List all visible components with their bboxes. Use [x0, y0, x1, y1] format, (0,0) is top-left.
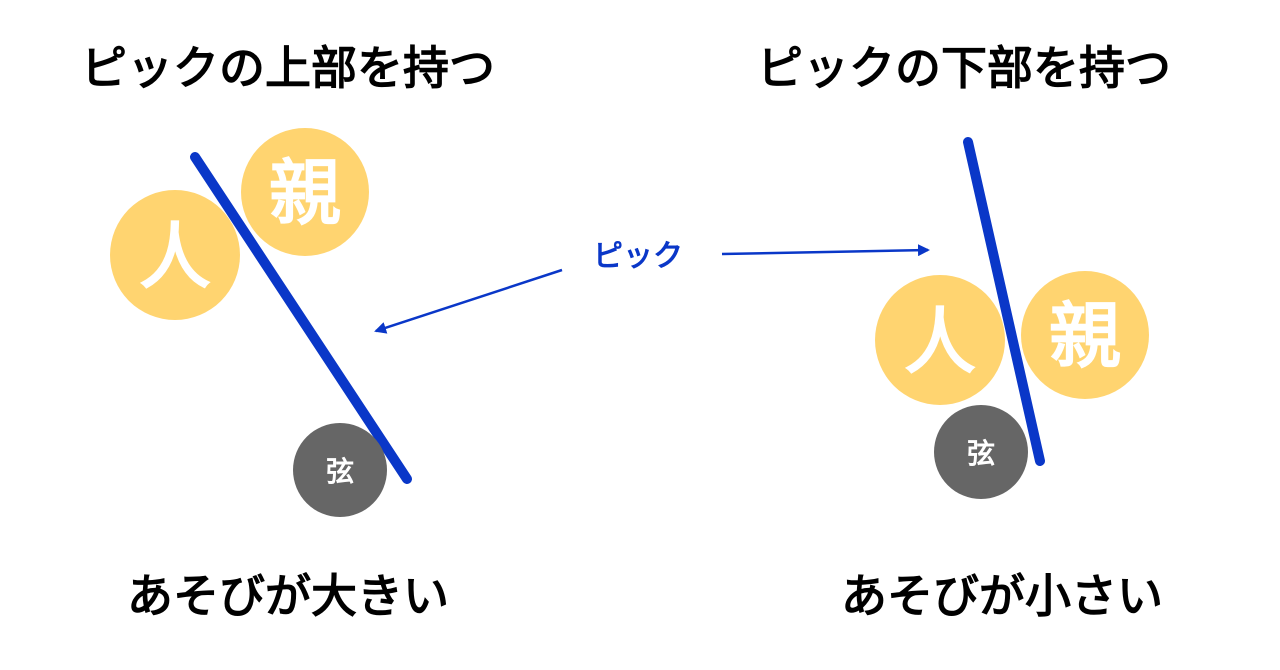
left-arrow-icon	[374, 268, 563, 334]
pick-callout: ピック	[374, 239, 930, 334]
right-pick-line	[963, 137, 1045, 466]
left-parent-finger-circle	[241, 128, 369, 256]
left-diagram: 親 人 弦	[110, 128, 412, 517]
left-string-circle	[293, 423, 387, 517]
right-parent-label: 親	[1049, 294, 1121, 378]
left-person-label: 人	[139, 215, 211, 299]
left-heading: ピックの上部を持つ	[81, 41, 495, 95]
pick-label: ピック	[593, 239, 683, 274]
left-person-finger-circle	[110, 190, 240, 320]
left-pick-line	[190, 152, 412, 484]
right-result: あそびが小さい	[841, 569, 1163, 623]
right-string-circle	[934, 405, 1028, 499]
right-arrow-icon	[721, 244, 930, 257]
right-heading: ピックの下部を持つ	[757, 41, 1171, 95]
left-result: あそびが大きい	[127, 569, 449, 623]
left-parent-label: 親	[269, 151, 341, 235]
right-diagram: 人 親 弦	[875, 137, 1149, 499]
right-string-label: 弦	[967, 437, 995, 470]
right-parent-finger-circle	[1021, 271, 1149, 399]
right-person-label: 人	[904, 300, 976, 384]
left-string-label: 弦	[326, 455, 354, 488]
right-person-finger-circle	[875, 275, 1005, 405]
